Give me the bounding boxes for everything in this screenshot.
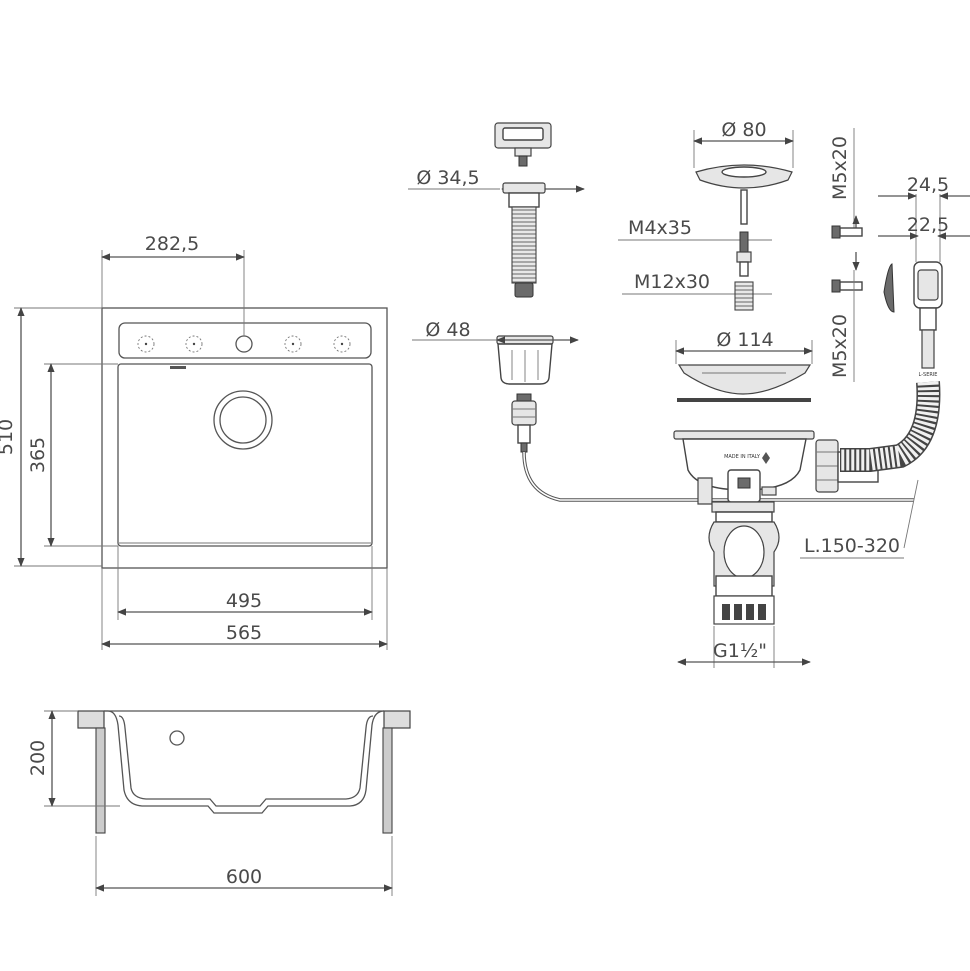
screw-m5-bottom: [839, 281, 863, 291]
screws-m5: M5x20 M5x20: [829, 128, 863, 382]
dim-overflow-body: Ø 48: [425, 319, 470, 341]
sink-section-view: 200 600: [27, 710, 411, 896]
dim-flange: Ø 114: [716, 329, 773, 351]
drain-body-rim: [673, 430, 815, 440]
dim-strainer-basket: Ø 80: [721, 119, 766, 141]
threaded-outlet: [713, 595, 775, 625]
tap-hole-option-2: [185, 335, 203, 353]
dim-overflow-inner: 22,5: [907, 214, 949, 236]
bowl-section-inner: [118, 715, 374, 807]
dim-overall-depth: 510: [0, 419, 17, 455]
overflow-threaded-shaft: [511, 206, 537, 284]
label-screw-m5-top: M5x20: [829, 136, 851, 200]
tap-hole-main: [235, 335, 253, 353]
made-in-italy-mark: MADE IN ITALY: [724, 454, 761, 460]
cable-connector: [511, 400, 537, 426]
screw-m12: [734, 281, 754, 311]
label-screw-m12: M12x30: [634, 271, 710, 293]
dim-thread: G1½": [713, 640, 767, 662]
drain-inner-ring: [219, 396, 267, 444]
dim-overflow-cap: Ø 34,5: [416, 167, 479, 189]
tap-hole-option-4: [284, 335, 302, 353]
dim-height: 200: [27, 740, 49, 776]
strainer-flange: [677, 364, 812, 395]
overflow-flange: [502, 182, 546, 194]
tap-hole-option-5: [333, 335, 351, 353]
dim-faucet-offset: 282,5: [145, 233, 199, 255]
dim-bowl-depth: 365: [27, 437, 49, 473]
overflow-assembly: Ø 34,5 Ø 48: [408, 122, 914, 502]
sink-top-view: 282,5 510 365 495 565: [0, 233, 388, 650]
bowl-section-outer: [104, 710, 385, 814]
dim-overflow-outer: 24,5: [907, 174, 949, 196]
cabinet-wall-left: [95, 727, 106, 834]
tap-hole-option-1: [137, 335, 155, 353]
sealing-gasket: [677, 398, 811, 402]
strainer-assembly: Ø 80 M4x35 M12x30 Ø 114 MADE IN ITALY: [618, 119, 879, 668]
corrugated-hose: [840, 381, 939, 471]
brand-logo-icon: [762, 452, 770, 464]
dim-bowl-width: 495: [226, 590, 262, 612]
faucet-deck: [118, 322, 372, 359]
overflow-hole: [169, 730, 185, 746]
dim-overall-width: 565: [226, 622, 262, 644]
screw-m5-top: [839, 227, 863, 237]
sink-outline: [101, 307, 388, 569]
hose-brand-mark: L-SERIE: [919, 372, 938, 378]
cabinet-wall-right: [382, 727, 393, 834]
dim-cabinet-width: 600: [226, 866, 262, 888]
drain-outer-ring: [213, 390, 273, 450]
outlet-coupling: [711, 501, 775, 513]
label-screw-m5-bottom: M5x20: [829, 314, 851, 378]
strainer-pin: [740, 189, 748, 225]
bowl-outline: [117, 363, 373, 547]
label-screw-m4: M4x35: [628, 217, 692, 239]
overflow-gasket: [883, 263, 895, 313]
dim-hose-length: L.150-320: [804, 535, 900, 557]
overflow-hose-assembly: 24,5 22,5 L-SERIE L.150-320: [800, 174, 970, 559]
overflow-slot: [170, 366, 186, 369]
